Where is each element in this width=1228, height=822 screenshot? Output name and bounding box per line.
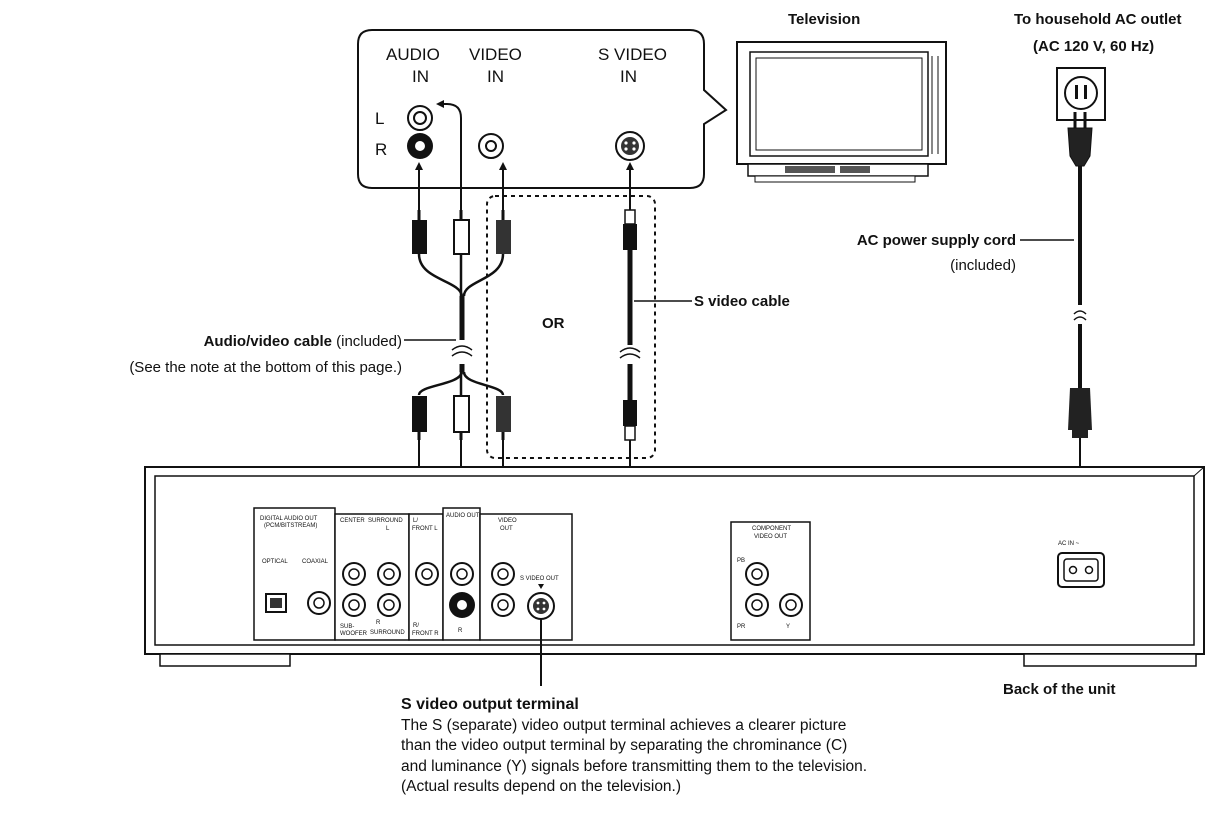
back-of-unit-label: Back of the unit — [1003, 681, 1116, 698]
audio-in-label-1: AUDIO — [386, 45, 440, 64]
y-jack — [779, 593, 803, 617]
digital-out-label-2: (PCM/BITSTREAM) — [264, 523, 317, 529]
center-label: CENTER — [340, 518, 365, 524]
pr-label: PR — [737, 624, 746, 630]
component-label-2: VIDEO OUT — [754, 534, 787, 540]
r-small-label: R — [376, 620, 381, 626]
channel-r-label: R — [375, 140, 387, 159]
ac-in-terminal: AC IN ~ — [1057, 541, 1105, 588]
tv-audio-l-jack — [407, 105, 433, 131]
audio-out-r-label: R — [458, 628, 463, 634]
subwoofer-jack — [342, 593, 366, 617]
tv-video-in-jack — [478, 133, 504, 159]
or-label: OR — [542, 315, 565, 332]
subwoofer-label-2: WOOFER — [340, 631, 368, 637]
tv-input-panel: AUDIO IN VIDEO IN S VIDEO IN L R — [357, 29, 728, 189]
power-cord-label: AC power supply cord — [857, 232, 1016, 249]
video-out-block: VIDEO OUT S VIDEO OUT — [479, 513, 573, 641]
coaxial-jack — [307, 591, 331, 615]
svideo-in-label-1: S VIDEO — [598, 45, 667, 64]
power-plug — [1067, 112, 1093, 167]
svideo-cable-label: S video cable — [694, 293, 790, 310]
s-video-out-label: S VIDEO OUT — [520, 576, 559, 582]
outlet-label-line2: (AC 120 V, 60 Hz) — [1033, 38, 1154, 55]
surround-out-block: CENTER SURROUND L R SUB- WOOFER SURROUND — [334, 513, 410, 641]
component-label-1: COMPONENT — [752, 526, 791, 532]
optical-label: OPTICAL — [262, 559, 288, 565]
front-l-label-1: L/ — [413, 518, 418, 524]
power-cord-included: (included) — [950, 257, 1016, 274]
audio-out-r-jack — [449, 592, 475, 618]
front-r-label-1: R/ — [413, 623, 419, 629]
channel-l-label: L — [375, 109, 384, 128]
wall-outlet — [1056, 67, 1106, 121]
svideo-note-line-3: and luminance (Y) signals before transmi… — [401, 757, 868, 775]
audio-in-label-2: IN — [412, 67, 429, 86]
center-jack — [342, 562, 366, 586]
video-in-label-2: IN — [487, 67, 504, 86]
pb-jack — [745, 562, 769, 586]
surround-l-jack — [377, 562, 401, 586]
video-out-label-2: OUT — [500, 526, 513, 532]
surround-bottom-label: SURROUND — [370, 630, 405, 636]
front-out-block: L/ FRONT L R/ FRONT R — [408, 513, 444, 641]
digital-audio-out-block: DIGITAL AUDIO OUT (PCM/BITSTREAM) OPTICA… — [253, 507, 336, 641]
s-video-out-jack — [527, 592, 555, 620]
surround-r-jack — [377, 593, 401, 617]
svideo-note-line-4: (Actual results depend on the television… — [401, 778, 682, 795]
or-dashed-box — [486, 195, 656, 459]
digital-out-label-1: DIGITAL AUDIO OUT — [260, 516, 318, 522]
front-l-jack — [415, 562, 439, 586]
video-out-label-1: VIDEO — [498, 518, 517, 524]
svideo-note-line-2: than the video output terminal by separa… — [401, 737, 848, 754]
svideo-in-label-2: IN — [620, 67, 637, 86]
svideo-terminal-heading: S video output terminal — [401, 696, 579, 713]
av-cable-label: Audio/video cable (included) — [204, 333, 402, 350]
television-label: Television — [788, 11, 860, 28]
tv-audio-r-jack — [407, 133, 433, 159]
audio-out-label: AUDIO OUT — [446, 513, 480, 519]
audio-out-l-jack — [450, 562, 474, 586]
l-small-label: L — [386, 526, 390, 532]
video-out-jack — [491, 562, 515, 586]
component-video-block: COMPONENT VIDEO OUT PB PR Y — [730, 521, 811, 641]
tv-svideo-in-jack — [615, 131, 645, 161]
pr-jack — [745, 593, 769, 617]
y-label: Y — [786, 624, 790, 630]
coaxial-label: COAXIAL — [302, 559, 329, 565]
pb-label: PB — [737, 558, 745, 564]
svideo-terminal-note: S video output terminal The S (separate)… — [401, 695, 1021, 798]
video-out-jack-2 — [491, 593, 515, 617]
video-in-label-1: VIDEO — [469, 45, 522, 64]
outlet-label-line1: To household AC outlet — [1014, 11, 1181, 28]
front-l-label-2: FRONT L — [412, 526, 438, 532]
ac-in-label: AC IN ~ — [1058, 541, 1080, 547]
av-cable-note: (See the note at the bottom of this page… — [129, 359, 402, 376]
television — [736, 41, 947, 183]
front-r-label-2: FRONT R — [412, 631, 439, 637]
audio-out-block: AUDIO OUT R — [442, 507, 481, 641]
subwoofer-label-1: SUB- — [340, 624, 354, 630]
svideo-note-line-1: The S (separate) video output terminal a… — [401, 716, 847, 734]
surround-top-label: SURROUND — [368, 518, 403, 524]
